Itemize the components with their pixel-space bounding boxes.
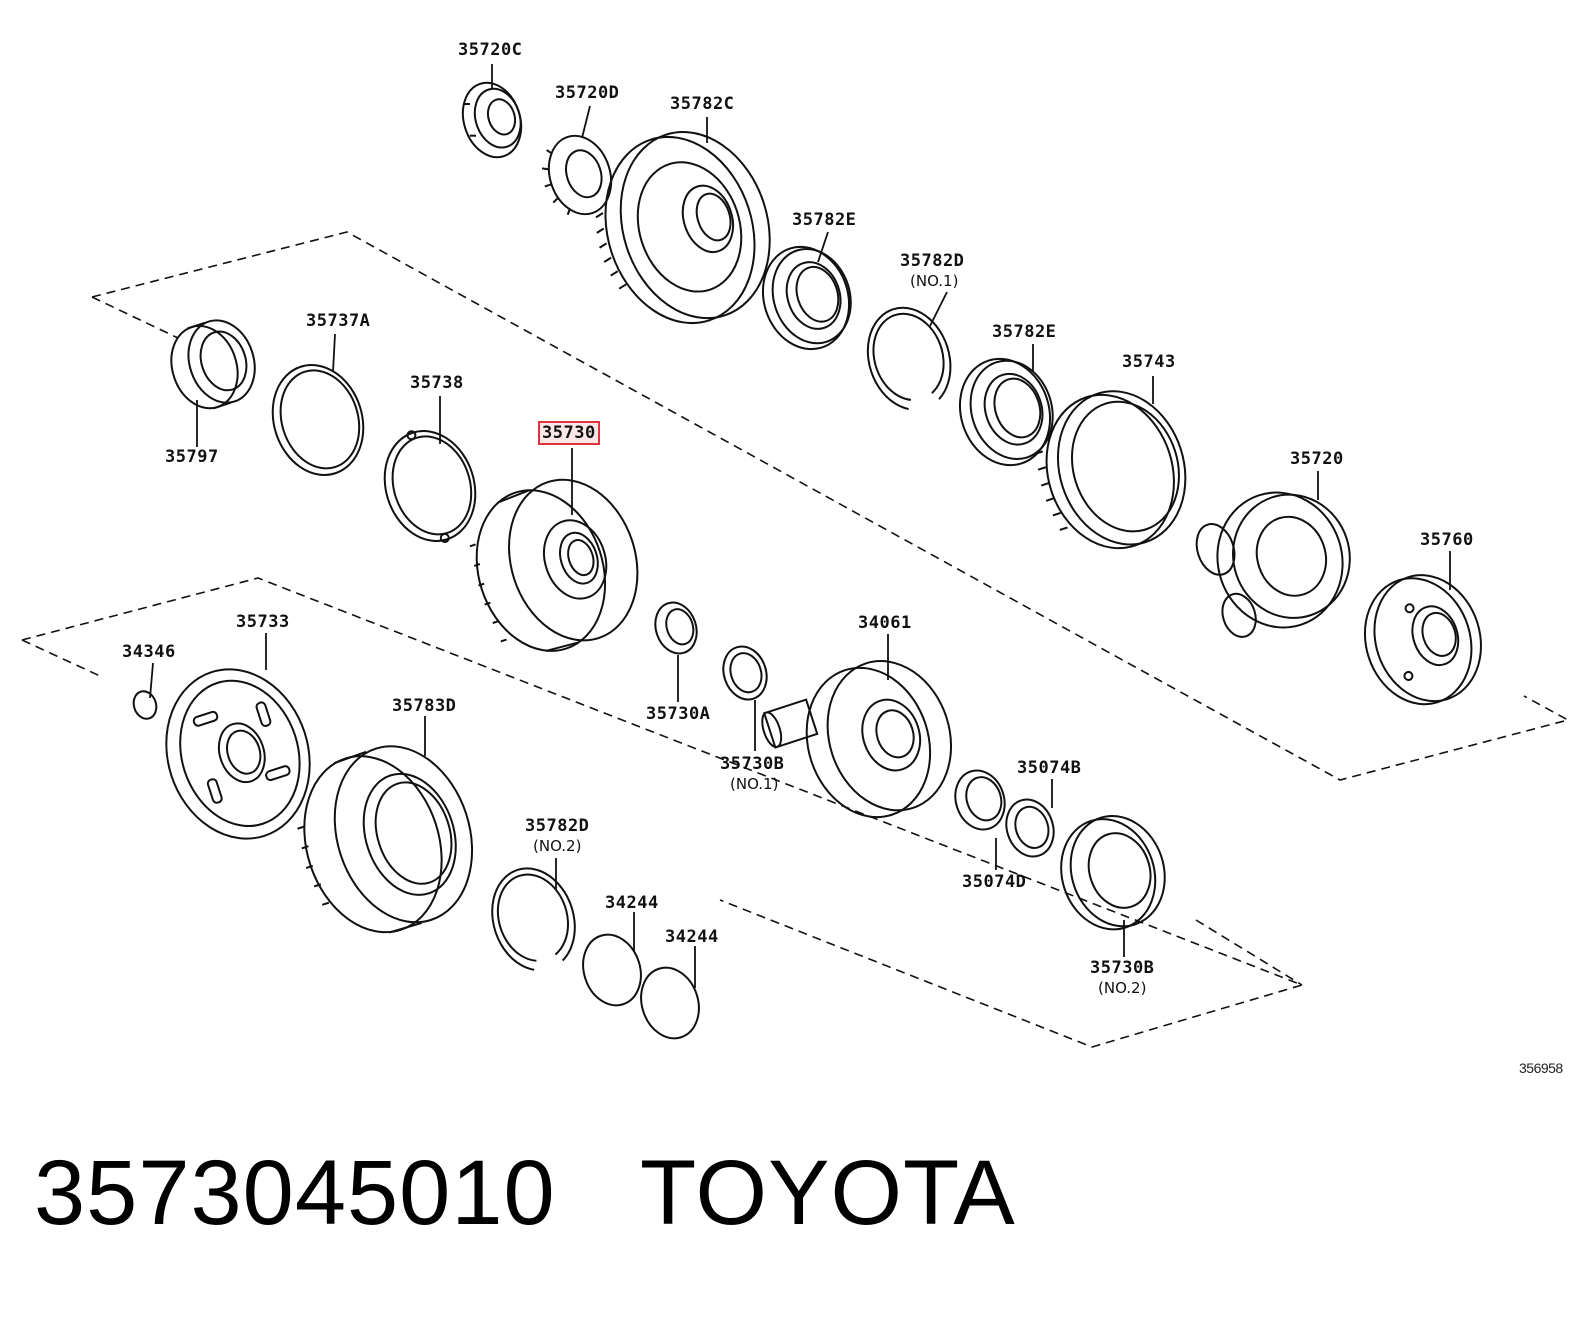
part-label[interactable]: 35720D <box>555 83 620 103</box>
clutch-drum-35730 <box>469 478 639 652</box>
part-label[interactable]: 35782C <box>670 94 735 114</box>
part-label[interactable]: 35743 <box>1122 352 1176 372</box>
nut-35720c <box>461 81 523 159</box>
lock-washer-35720d <box>541 134 613 216</box>
part-label[interactable]: 35797 <box>165 447 219 467</box>
part-label[interactable]: 35720 <box>1290 449 1344 469</box>
part-label-highlighted[interactable]: 35730 <box>538 421 600 445</box>
part-label[interactable]: 35074B <box>1017 758 1082 778</box>
bearing-35074d <box>954 769 1006 831</box>
part-label[interactable]: 35737A <box>306 311 371 331</box>
hub-35760 <box>1363 574 1482 706</box>
o-ring-34244-b <box>640 966 700 1040</box>
leader-lines <box>149 64 1451 988</box>
gear-35782c <box>595 131 771 325</box>
part-label[interactable]: 34244 <box>665 927 719 947</box>
part-label[interactable]: 34244 <box>605 893 659 913</box>
ring-gear-35743 <box>1034 390 1187 550</box>
washer-35738 <box>383 430 477 543</box>
part-label[interactable]: 35782D <box>525 816 590 836</box>
part-label[interactable]: 35738 <box>410 373 464 393</box>
part-label[interactable]: 35074D <box>962 872 1027 892</box>
washer-35730b-no1 <box>722 645 768 701</box>
diagram-code: 356958 <box>1519 1060 1563 1076</box>
part-label[interactable]: 34061 <box>858 613 912 633</box>
o-ring-34346 <box>132 690 158 720</box>
assembly-boundary <box>21 231 1571 1048</box>
part-label-note: (NO.1) <box>910 272 959 290</box>
part-label-note: (NO.2) <box>533 837 582 855</box>
hub-35730b-no2 <box>1060 815 1166 931</box>
thrust-bearing-35730a <box>654 601 698 655</box>
bearing-35782e-lower <box>958 357 1054 467</box>
bearing-35782e-upper <box>761 245 852 351</box>
part-label[interactable]: 35730B <box>720 754 785 774</box>
snap-ring-35782d-no1 <box>866 306 952 411</box>
part-label[interactable]: 35782D <box>900 251 965 271</box>
shaft-34061 <box>761 660 953 819</box>
planetary-carrier-35720 <box>1195 491 1351 638</box>
thrust-washer-35737a <box>271 364 365 476</box>
part-label[interactable]: 35783D <box>392 696 457 716</box>
part-label[interactable]: 35720C <box>458 40 523 60</box>
part-label[interactable]: 35760 <box>1420 530 1474 550</box>
washer-35074b <box>1005 798 1055 858</box>
o-ring-34244-a <box>582 933 642 1007</box>
needle-bearing-35797 <box>170 319 256 410</box>
part-label-note: (NO.2) <box>1098 979 1147 997</box>
part-label[interactable]: 35782E <box>992 322 1057 342</box>
part-label[interactable]: 34346 <box>122 642 176 662</box>
part-label-note: (NO.1) <box>730 775 779 793</box>
footer-brand: TOYOTA <box>640 1142 1016 1244</box>
footer-part-number: 3573045010 <box>34 1142 556 1244</box>
gear-35783d <box>297 745 474 934</box>
part-label[interactable]: 35730A <box>646 704 711 724</box>
part-label[interactable]: 35733 <box>236 612 290 632</box>
part-label[interactable]: 35782E <box>792 210 857 230</box>
part-label[interactable]: 35730B <box>1090 958 1155 978</box>
sun-gear-35733 <box>165 668 311 840</box>
snap-ring-35782d-no2 <box>491 867 576 971</box>
